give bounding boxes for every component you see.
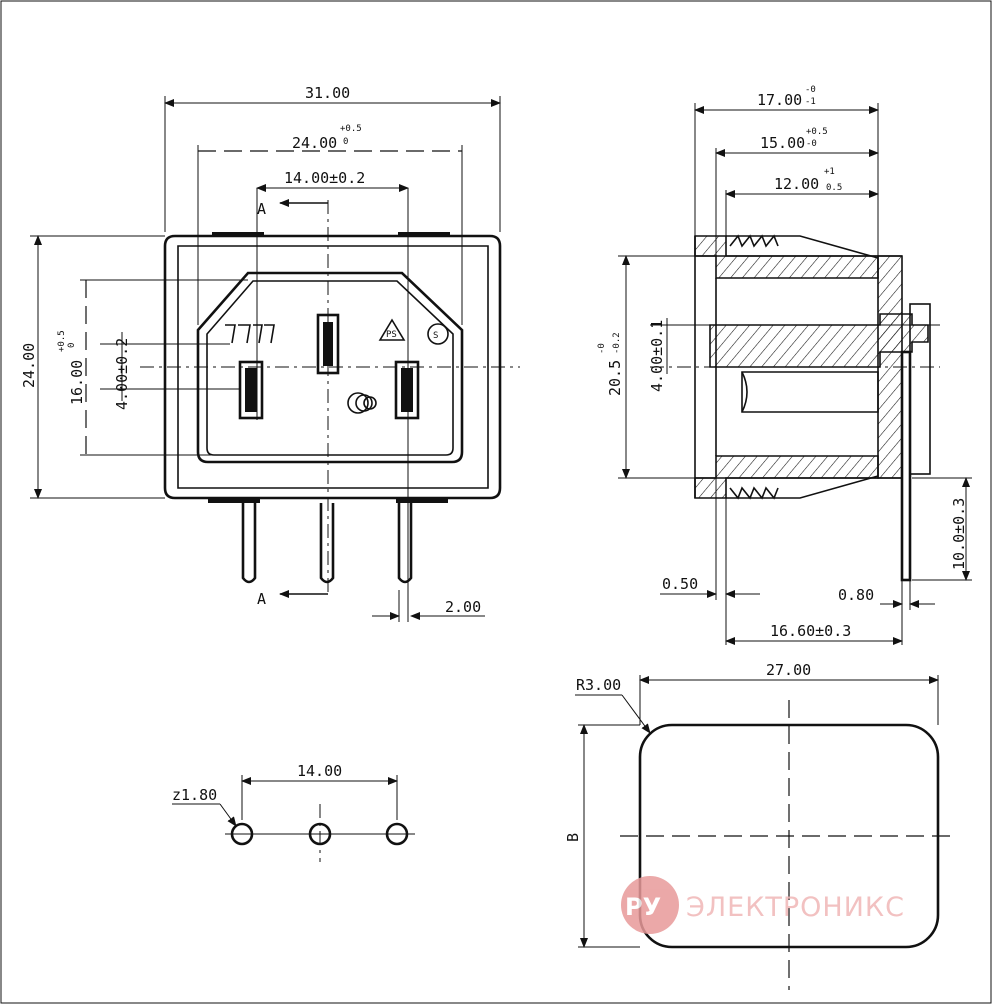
inlet-opening-inner [206, 280, 454, 456]
dim-side-pin-position: 16.60±0.3 [770, 622, 851, 640]
bottom-tab-right [396, 498, 448, 503]
dim-front-height-inner: 16.00 [68, 360, 86, 405]
dim-cutout-height: B [564, 833, 582, 842]
dim-side-pin-thickness: 0.80 [838, 586, 874, 604]
front-view: PS S A A 31.00 24.00 +0.5 0 [20, 84, 520, 622]
top-tab-right [398, 232, 450, 236]
svg-text:S: S [433, 331, 438, 341]
watermark-text: ЭЛЕКТРОНИКС [686, 892, 905, 923]
svg-text:-0.2: -0.2 [612, 332, 622, 354]
section-marker-bottom: A [257, 590, 266, 608]
svg-text:0.5: 0.5 [826, 183, 842, 193]
svg-text:-0: -0 [597, 343, 607, 354]
svg-text:0: 0 [67, 343, 77, 348]
section-marker-top: A [257, 200, 266, 218]
svg-text:-0: -0 [805, 85, 816, 95]
svg-text:+1: +1 [824, 167, 835, 177]
dim-front-width-inner: 24.00 [292, 134, 337, 152]
dim-front-width-overall: 31.00 [305, 84, 350, 102]
dim-side-pin-offset: 4.00±0.1 [648, 320, 666, 392]
top-tab-left [212, 232, 264, 236]
front-outer-body [163, 234, 502, 500]
dim-side-wall: 0.50 [662, 575, 698, 593]
dim-side-depth-12: 12.00 [774, 175, 819, 193]
dim-front-pin-offset: 4.00±0.2 [113, 338, 131, 410]
dim-front-pin-width: 2.00 [445, 598, 481, 616]
svg-text:PS: PS [386, 330, 397, 340]
svg-text:-0: -0 [806, 139, 817, 149]
side-terminal [900, 350, 912, 582]
watermark-logo-circle [621, 876, 679, 934]
dim-pcb-pitch: 14.00 [297, 762, 342, 780]
dim-pcb-hole-diameter: z1.80 [172, 786, 217, 804]
certification-marks-icon: PS S [225, 318, 449, 414]
terminal-middle [319, 503, 335, 584]
dim-side-height: 20.5 [606, 360, 624, 396]
dim-side-depth-15: 15.00 [760, 134, 805, 152]
dim-side-pin-length: 10.0±0.3 [950, 498, 968, 570]
panel-cutout: 27.00 R3.00 B [564, 661, 950, 990]
terminal-left [241, 503, 257, 584]
bottom-tab-left [208, 498, 260, 503]
svg-text:+0.5: +0.5 [340, 124, 362, 134]
dim-cutout-radius: R3.00 [576, 676, 621, 694]
dim-front-pin-pitch: 14.00±0.2 [284, 169, 365, 187]
pin-right [394, 360, 420, 420]
pin-left [238, 360, 264, 420]
svg-text:+0.5: +0.5 [57, 330, 67, 352]
watermark: РУ ЭЛЕКТРОНИКС [621, 876, 905, 934]
dim-side-depth-overall: 17.00 [757, 91, 802, 109]
svg-text:+0.5: +0.5 [806, 127, 828, 137]
watermark-logo: РУ [625, 893, 661, 921]
pcb-layout: 14.00 z1.80 [172, 762, 415, 862]
dim-cutout-width: 27.00 [766, 661, 811, 679]
dim-front-height-overall: 24.00 [20, 343, 38, 388]
svg-text:0: 0 [343, 137, 348, 147]
front-inner-frame [177, 245, 489, 489]
side-view: 17.00 -0 -1 15.00 +0.5 -0 12.00 +1 0.5 2… [597, 85, 972, 645]
svg-text:-1: -1 [805, 97, 816, 107]
terminal-right [397, 503, 413, 584]
